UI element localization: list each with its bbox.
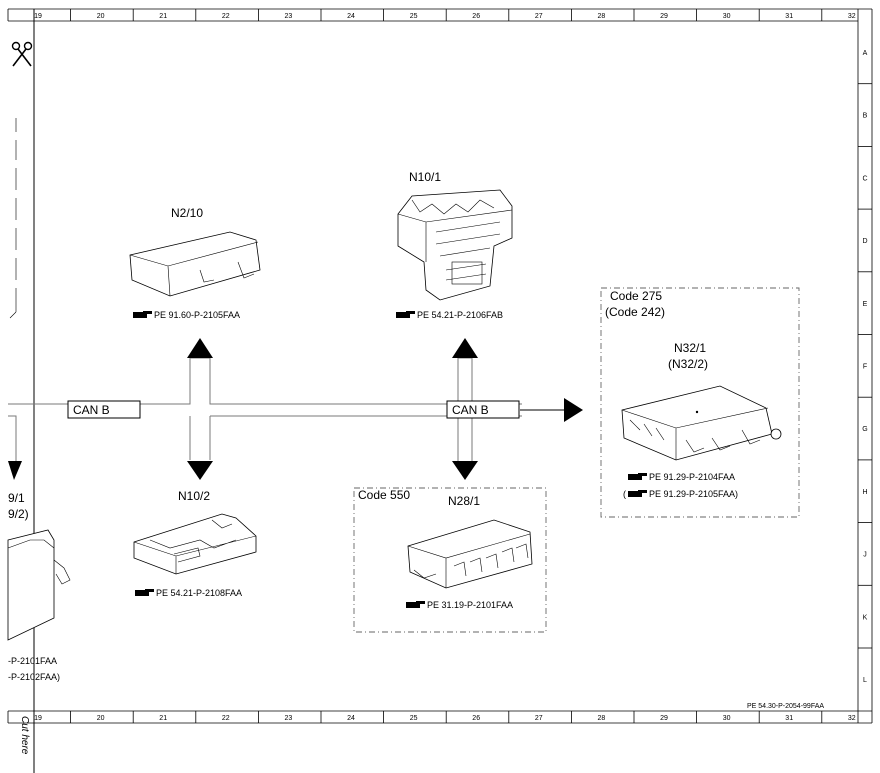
column-label: 20 [97,13,105,20]
can-b-label-right-box [446,400,520,419]
column-ticks-bottom [7,711,823,723]
row-label: B [863,113,868,120]
column-label: 30 [723,715,731,722]
scissors-icon [11,41,33,67]
column-label: 26 [472,715,480,722]
row-label: G [862,426,867,433]
row-label: L [863,677,867,684]
column-ticks-top [7,9,823,21]
pointing-hand-icon [628,490,647,497]
component-n10-2[interactable]: N10/2 PE 54.21-P-2108FAA [133,489,257,598]
column-label: 27 [535,715,543,722]
row-label: K [863,614,868,621]
column-label: 19 [34,715,42,722]
row-label: A [863,50,868,57]
row-label: J [863,552,867,559]
row-label: D [862,238,867,245]
component-n28-1[interactable]: Code 550 N28/1 PE 31.19-P-2101FAA [353,487,547,633]
column-label: 29 [660,13,668,20]
column-label: 31 [785,715,793,722]
left-component-ref-alt: -P-2102FAA) [8,672,60,682]
column-label: 27 [535,13,543,20]
pointing-hand-icon [133,311,152,318]
n32-1-code: Code 275 [610,289,662,303]
n10-1-label: N10/1 [409,170,441,184]
drawing-frame [8,8,873,724]
pointing-hand-icon [135,589,154,596]
row-label: E [863,301,868,308]
n32-1-ref-alt: PE 91.29-P-2105FAA) [649,489,738,499]
left-component-ref: -P-2101FAA [8,656,57,666]
n28-1-option-frame [353,487,547,633]
column-label: 25 [410,715,418,722]
left-partial-component: 9/1 9/2) -P-2101FAA -P-2102FAA) [7,118,71,682]
n2-10-ref: PE 91.60-P-2105FAA [154,310,240,320]
column-label: 20 [97,715,105,722]
can-b-bus [8,357,566,462]
column-label: 22 [222,715,230,722]
column-label: 26 [472,13,480,20]
n32-1-option-frame [600,287,800,518]
n32-1-label-alt: (N32/2) [668,357,708,371]
column-label: 32 [848,13,856,20]
can-b-label-right: CAN B [452,403,489,417]
n32-1-connector [770,428,782,440]
column-label: 24 [347,715,355,722]
column-label: 28 [598,13,606,20]
n2-10-label: N2/10 [171,206,203,220]
column-label: 25 [410,13,418,20]
arrow-down-n28-1 [452,461,478,480]
left-component-label-alt: 9/2) [8,507,29,521]
column-label: 23 [285,715,293,722]
column-label: 21 [159,13,167,20]
column-labels-bottom: 19 20 21 22 23 24 25 26 27 28 29 30 31 32 [34,715,856,722]
n10-2-ref: PE 54.21-P-2108FAA [156,588,242,598]
arrow-up-n10-1 [452,338,478,358]
component-n2-10[interactable]: N2/10 PE 91.60-P-2105FAA [129,206,261,320]
column-label: 24 [347,13,355,20]
row-label: C [862,175,867,182]
column-label: 22 [222,13,230,20]
n28-1-code: Code 550 [358,488,410,502]
row-label: F [863,364,867,371]
column-label: 31 [785,13,793,20]
column-label: 19 [34,13,42,20]
row-labels: A B C D E F G H J K L [862,50,867,684]
n32-1-ref: PE 91.29-P-2104FAA [649,472,735,482]
column-label: 29 [660,715,668,722]
pointing-hand-icon [628,473,647,480]
column-label: 30 [723,13,731,20]
left-component-label: 9/1 [8,491,25,505]
document-reference: PE 54.30-P-2054-99FAA [747,703,824,710]
cut-here-label: Cut here [19,716,30,755]
n10-1-ref: PE 54.21-P-2106FAB [417,310,503,320]
arrow-down-left-partial [8,461,22,480]
arrow-up-n2-10 [187,338,213,358]
component-n10-1[interactable]: N10/1 PE 54.21-P-2106FAB [396,170,513,320]
n28-1-ref: PE 31.19-P-2101FAA [427,600,513,610]
column-label: 28 [598,715,606,722]
can-b-label-left: CAN B [73,403,110,417]
n32-1-code-alt: (Code 242) [605,305,665,319]
n10-2-label: N10/2 [178,489,210,503]
can-b-label-left-box [67,400,141,419]
component-n32-1[interactable]: Code 275 (Code 242) N32/1 (N32/2) PE 91.… [600,287,800,518]
arrow-down-n10-2 [187,461,213,480]
column-label: 21 [159,715,167,722]
column-label: 23 [285,13,293,20]
column-label: 32 [848,715,856,722]
arrow-right-n32-1 [564,398,583,422]
n28-1-label: N28/1 [448,494,480,508]
pointing-hand-icon [396,311,415,318]
pointing-hand-icon [406,601,425,608]
n32-1-label: N32/1 [674,341,706,355]
row-ticks [858,83,872,649]
row-label: H [862,489,867,496]
column-labels-top: 19 20 21 22 23 24 25 26 27 28 29 30 31 32 [34,13,856,20]
n32-1-ref-alt-prefix: ( [623,489,626,499]
